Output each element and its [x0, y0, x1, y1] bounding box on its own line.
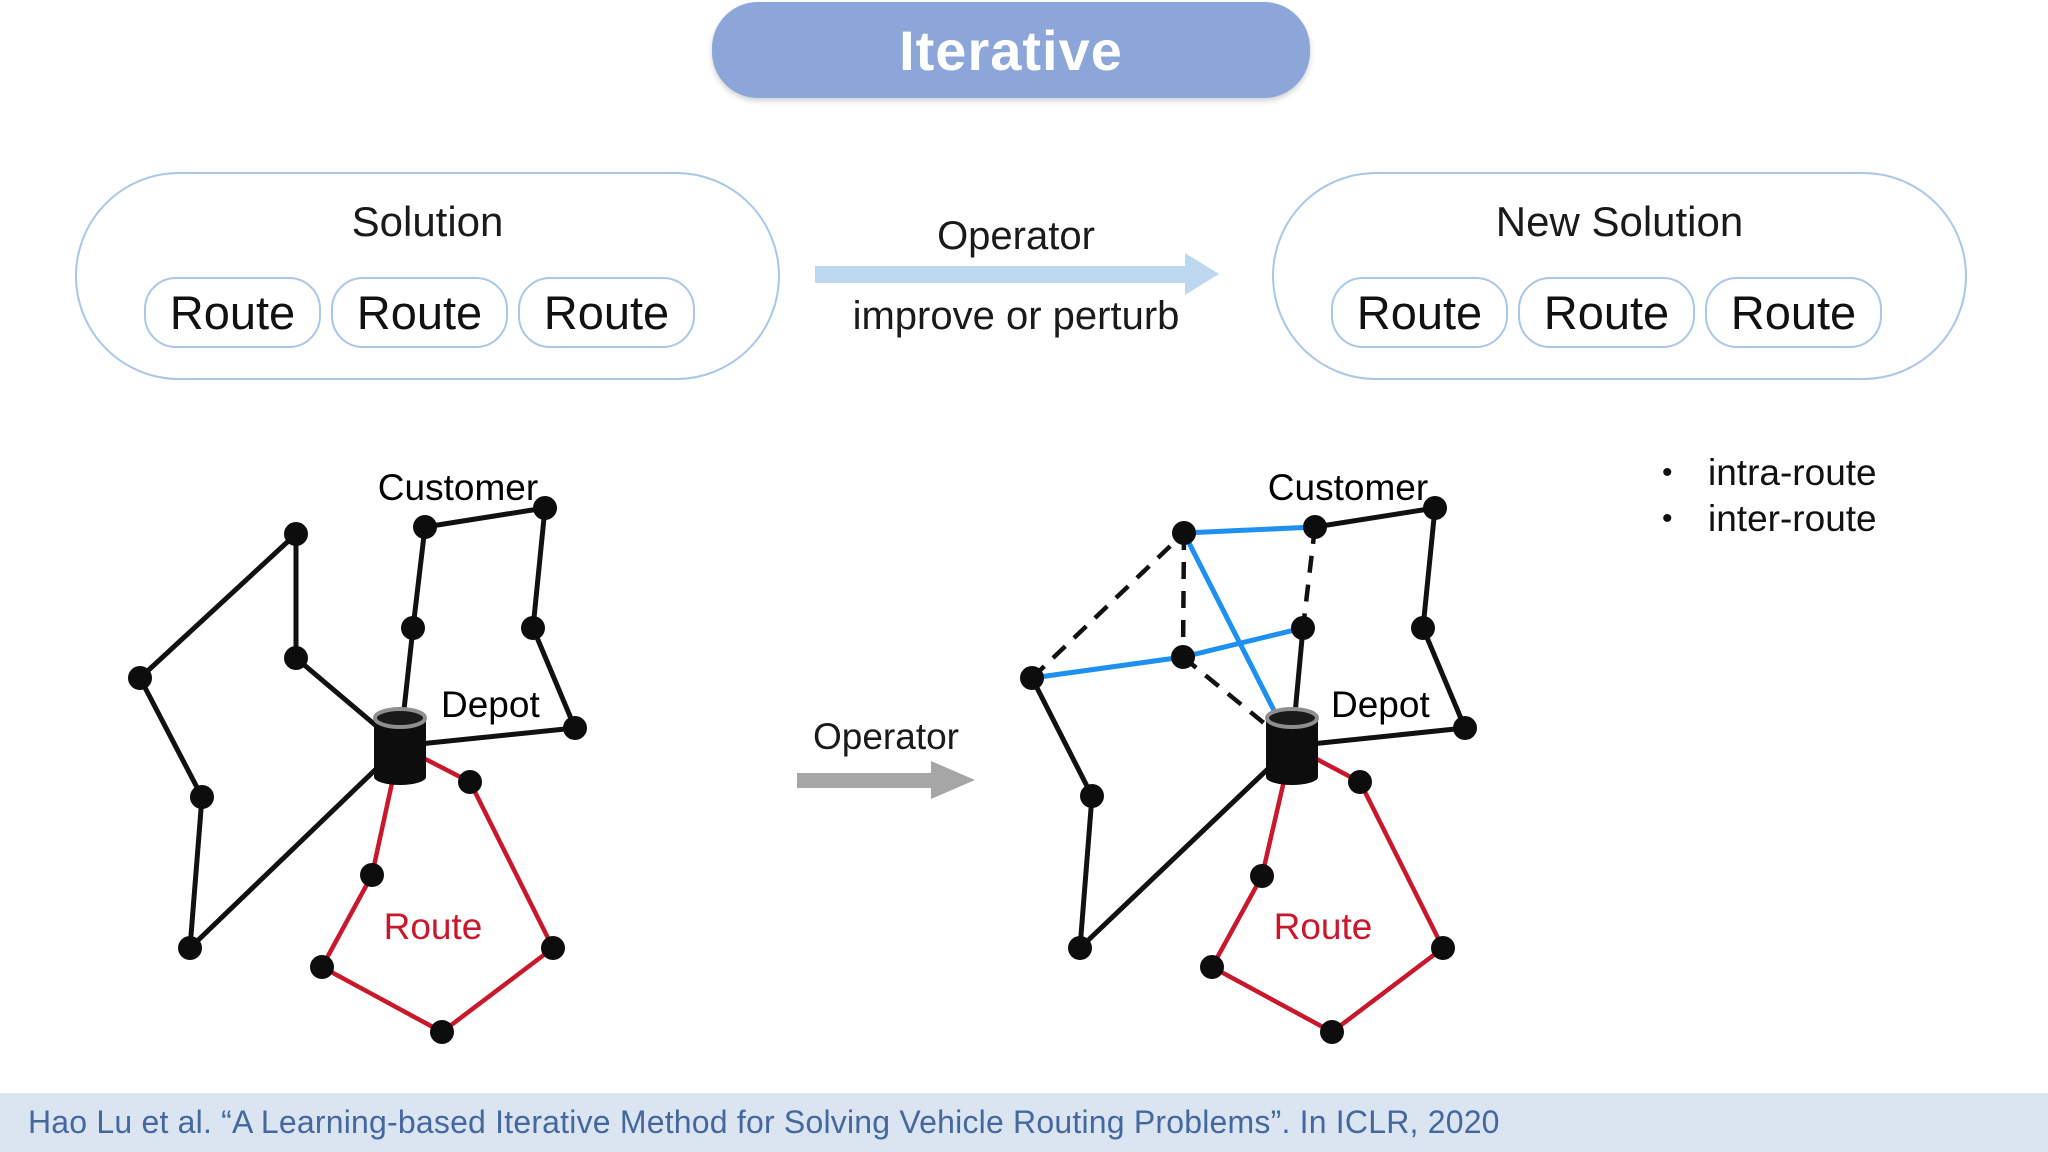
iterative-tag-label: Iterative — [899, 18, 1123, 82]
operator-label-middle: Operator — [812, 716, 960, 757]
left-red-route — [319, 743, 556, 1035]
right-graph — [1020, 496, 1477, 1044]
route-pill: Route — [1518, 277, 1695, 348]
customer-node — [1068, 936, 1092, 960]
customer-node — [1320, 1020, 1344, 1044]
depot-label-left: Depot — [441, 684, 540, 725]
left-graph — [128, 496, 587, 1044]
customer-node — [1291, 616, 1315, 640]
citation-text: Hao Lu et al. “A Learning-based Iterativ… — [28, 1104, 1500, 1140]
solution-title: Solution — [351, 198, 504, 245]
arrow-right-icon — [797, 761, 977, 799]
customer-node — [563, 716, 587, 740]
new-solution-title: New Solution — [1495, 198, 1744, 245]
customer-node — [1080, 784, 1104, 808]
route-pill: Route — [1705, 277, 1882, 348]
route-pill: Route — [1331, 277, 1508, 348]
customer-node — [1250, 864, 1274, 888]
iterative-tag: Iterative — [712, 2, 1310, 98]
customer-node — [1303, 515, 1327, 539]
removed-edge — [1300, 526, 1318, 629]
route-pill: Route — [144, 277, 321, 348]
customer-node — [284, 646, 308, 670]
bullet-icon: • — [1662, 502, 1673, 535]
depot-icon — [373, 707, 427, 785]
customer-node — [1431, 936, 1455, 960]
removed-edge — [1030, 531, 1186, 680]
customer-node — [521, 616, 545, 640]
removed-edge — [1181, 655, 1294, 748]
new-solution-box: New Solution Route Route Route — [1272, 172, 1967, 380]
customer-node — [284, 522, 308, 546]
legend-inter-route: inter-route — [1708, 498, 1877, 539]
customer-node — [190, 785, 214, 809]
route-label-right: Route — [1273, 906, 1373, 947]
customer-node — [1453, 716, 1477, 740]
right-black-route-part — [1289, 625, 1306, 749]
new-edge-intra-route — [1029, 625, 1306, 681]
route-label-left: Route — [383, 906, 483, 947]
customer-node — [178, 936, 202, 960]
depot-label-right: Depot — [1331, 684, 1430, 725]
new-edge-inter-route — [1181, 524, 1318, 536]
customer-node — [128, 666, 152, 690]
right-customer-nodes — [1020, 496, 1477, 1044]
removed-edge — [1180, 532, 1187, 658]
customer-node — [1200, 955, 1224, 979]
customer-node — [541, 936, 565, 960]
customer-node — [430, 1020, 454, 1044]
customer-node — [458, 770, 482, 794]
customer-node — [1348, 770, 1372, 794]
customer-label-left: Customer — [377, 467, 539, 508]
customer-node — [1411, 616, 1435, 640]
arrow-head — [931, 761, 975, 799]
route-pill: Route — [518, 277, 695, 348]
left-black-route-1 — [137, 531, 403, 951]
solution-box: Solution Route Route Route — [75, 172, 780, 380]
operator-type-list: • intra-route • inter-route — [1662, 450, 1877, 542]
customer-node — [401, 616, 425, 640]
list-item: • inter-route — [1662, 496, 1877, 542]
citation-bar: Hao Lu et al. “A Learning-based Iterativ… — [0, 1093, 2048, 1152]
left-customer-nodes — [128, 496, 587, 1044]
route-pill: Route — [331, 277, 508, 348]
operator-sublabel: improve or perturb — [852, 294, 1180, 338]
legend-intra-route: intra-route — [1708, 452, 1877, 493]
arrow-right-icon — [815, 253, 1219, 295]
arrow-shaft — [797, 773, 933, 788]
arrow-shaft — [815, 266, 1187, 283]
customer-node — [413, 515, 437, 539]
right-red-route — [1209, 743, 1446, 1035]
arrow-head — [1185, 253, 1219, 295]
customer-label-right: Customer — [1267, 467, 1429, 508]
list-item: • intra-route — [1662, 450, 1877, 496]
customer-node — [1171, 645, 1195, 669]
customer-node — [1020, 666, 1044, 690]
new-edge-inter-route — [1181, 530, 1295, 749]
depot-icon — [1265, 707, 1319, 785]
operator-label: Operator — [937, 214, 1095, 258]
customer-node — [1172, 521, 1196, 545]
customer-node — [310, 955, 334, 979]
right-black-route-part — [1029, 675, 1295, 951]
customer-node — [360, 863, 384, 887]
bullet-icon: • — [1662, 456, 1673, 489]
